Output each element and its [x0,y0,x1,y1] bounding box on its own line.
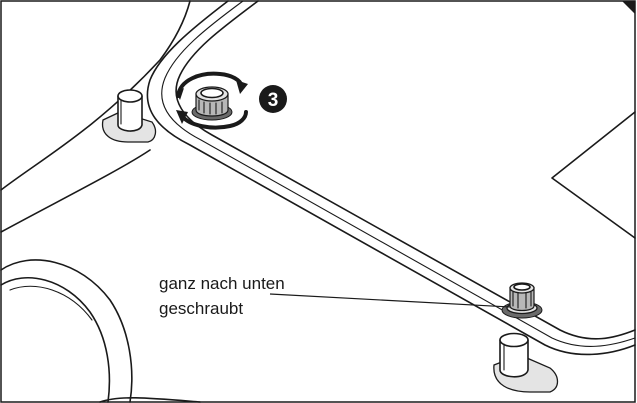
housing-outline [0,0,191,191]
adjustment-screw-bottom [501,282,543,319]
cover-plate-outer-edge [146,0,636,356]
label-panel [551,111,636,239]
aperture-ring [9,285,93,321]
step-badge-number: 3 [268,90,279,111]
cover-plate-inner-edge [175,0,636,340]
mounting-post-left [101,89,157,143]
housing-lower-curve [0,149,151,233]
aperture-inner [0,277,111,403]
adjustment-screw-top [191,86,233,121]
aperture-outer [0,259,133,403]
callout-text-line1: ganz nach unten [159,274,285,293]
rotation-arrow-clockwise [176,71,248,100]
step-badge: 3 [259,85,287,113]
callout-leader-line [269,293,511,308]
corner-marker [622,1,635,14]
callout-text-line2: geschraubt [159,299,243,318]
mounting-post-bottom [493,332,559,393]
rotation-arrow-counterclockwise [176,110,248,130]
housing-bottom-edge [99,397,201,403]
cover-plate-rim [161,0,636,347]
